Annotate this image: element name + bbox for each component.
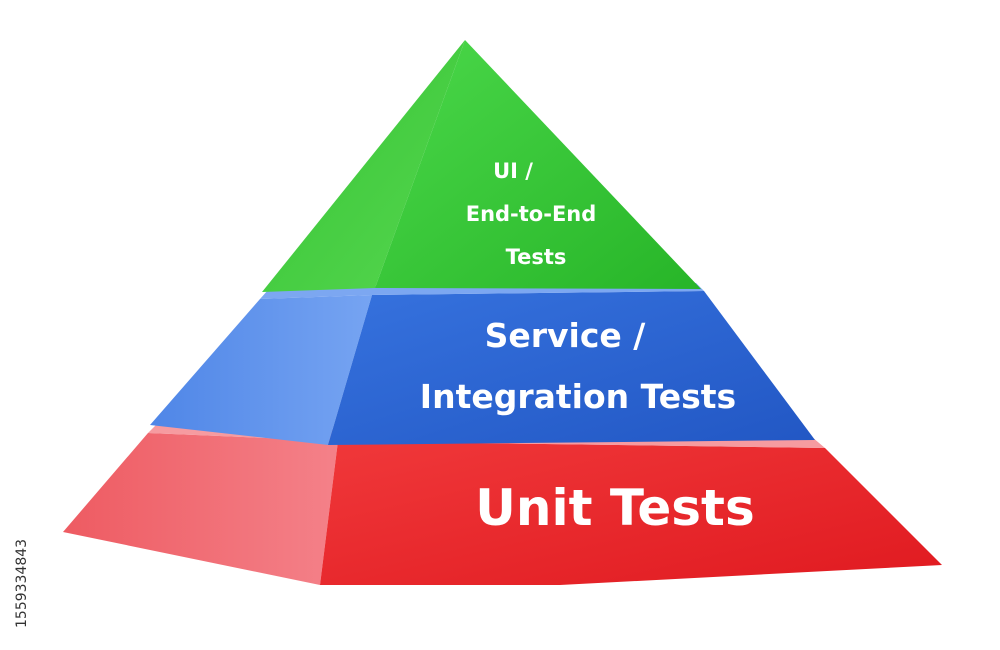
stock-id-label: 1559334843 xyxy=(14,539,30,628)
tier-top-label-line-3: Tests xyxy=(506,245,567,269)
tier-bottom-side-face xyxy=(63,433,338,585)
tier-middle-front-face xyxy=(328,291,815,445)
tier-top-front-face xyxy=(375,40,701,289)
tier-bottom: Unit Tests xyxy=(63,425,942,585)
tier-middle-side-face xyxy=(150,295,372,445)
tier-top: UI / End-to-End Tests xyxy=(262,40,701,292)
tier-middle-label-line-1: Service / xyxy=(485,316,647,355)
tier-top-side-face xyxy=(262,40,465,292)
tier-bottom-label: Unit Tests xyxy=(475,479,754,537)
tier-top-label-line-2: End-to-End xyxy=(466,202,597,226)
tier-middle: Service / Integration Tests xyxy=(150,283,815,445)
tier-bottom-front-face xyxy=(320,441,942,585)
tier-middle-label-line-2: Integration Tests xyxy=(420,377,736,416)
stock-id-text: 1559334843 xyxy=(14,539,30,628)
tier-top-label-line-1: UI / xyxy=(493,159,533,183)
